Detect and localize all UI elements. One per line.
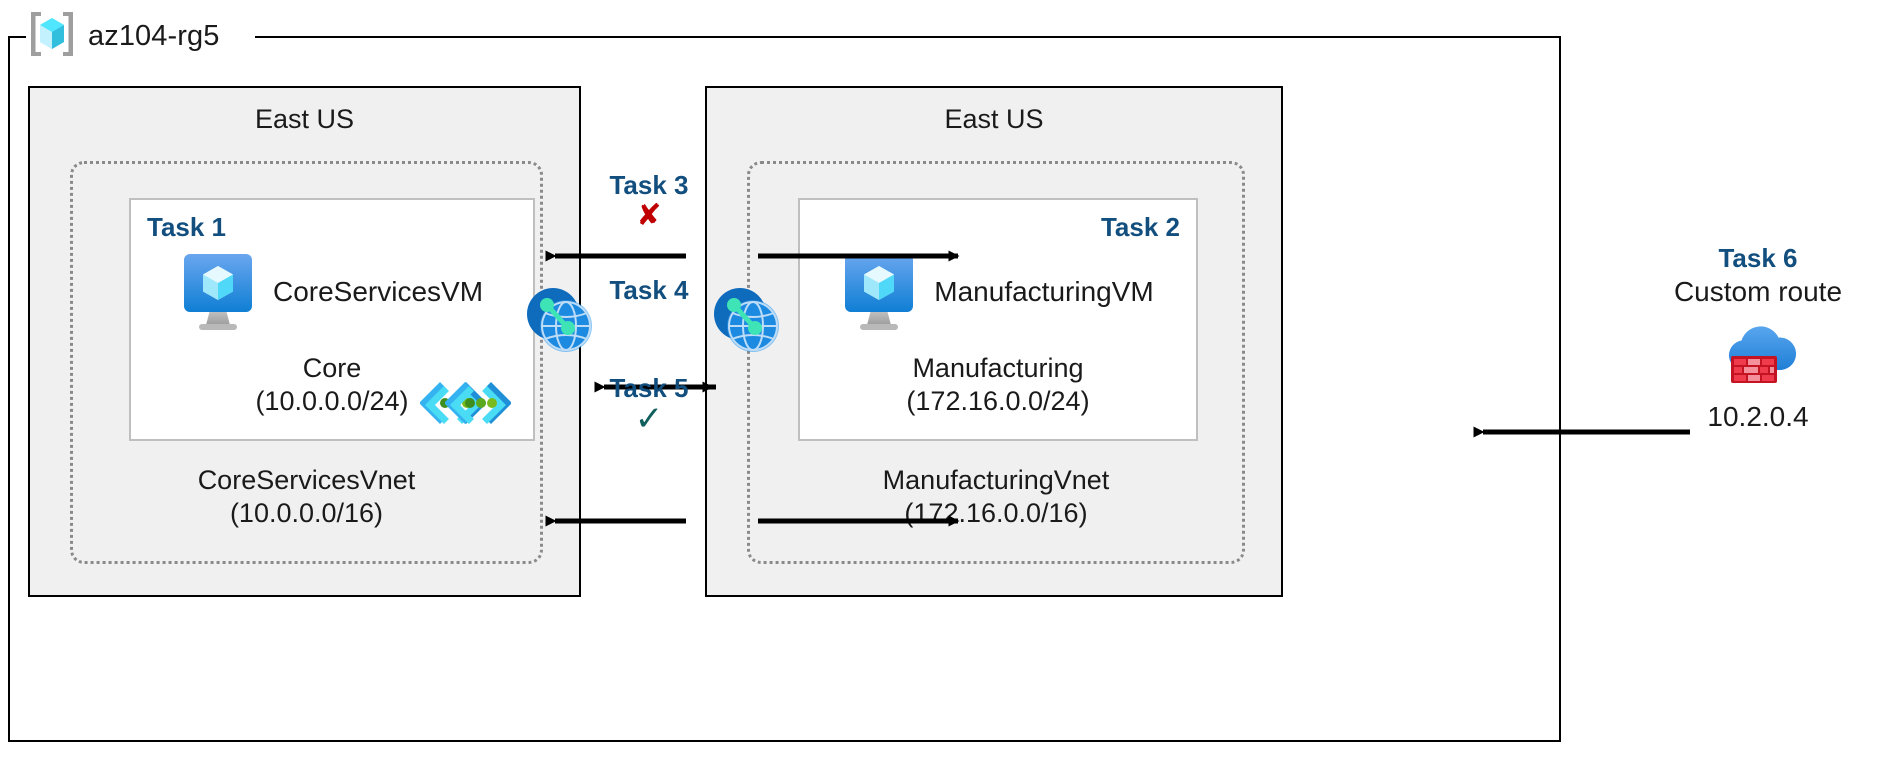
task-6-ip-address: 10.2.0.4 — [1707, 401, 1809, 432]
vm-row-core: CoreServicesVM — [131, 252, 533, 332]
task-3-group: Task 3 ✘ — [549, 170, 749, 231]
resource-group-border-left-stub — [8, 36, 26, 38]
subnet-core-name: Core — [302, 353, 362, 383]
firewall-cloud-icon — [1715, 326, 1801, 394]
task-5-group: Task 5 ✓ — [549, 373, 749, 438]
vnet-manufacturing: Task 2 — [747, 161, 1245, 564]
vnet-core-caption: CoreServicesVnet (10.0.0.0/16) — [73, 464, 540, 530]
vm-name-core: CoreServicesVM — [272, 276, 484, 307]
virtual-machine-icon — [842, 252, 916, 332]
resource-group-name: az104-rg5 — [88, 19, 220, 52]
vnet-manufacturing-cidr: (172.16.0.0/16) — [904, 498, 1088, 528]
task-6-description: Custom route — [1673, 276, 1843, 307]
subnet-manufacturing-cidr: (172.16.0.0/24) — [906, 386, 1090, 416]
azure-resource-group-icon — [26, 8, 78, 65]
vnet-core-name: CoreServicesVnet — [197, 465, 416, 495]
task-4-group: Task 4 — [549, 275, 749, 306]
task-4-title: Task 4 — [609, 275, 689, 305]
region-box-left: East US Task 1 — [28, 86, 581, 597]
subnet-core-cidr: (10.0.0.0/24) — [255, 386, 409, 416]
resource-group-header: az104-rg5 — [26, 6, 220, 66]
task-1-label: Task 1 — [147, 212, 227, 242]
vnet-peering-globe-icon — [521, 284, 599, 356]
vnet-core-services: Task 1 — [70, 161, 543, 564]
vnet-manufacturing-name: ManufacturingVnet — [882, 465, 1110, 495]
subnet-core-caption: Core (10.0.0.0/24) — [131, 352, 533, 418]
task-6-title: Task 6 — [1718, 243, 1798, 273]
subnet-manufacturing-caption: Manufacturing (172.16.0.0/24) — [800, 352, 1196, 418]
vm-name-manufacturing: ManufacturingVM — [934, 276, 1154, 307]
resource-group-frame — [8, 36, 1561, 742]
task-3-title: Task 3 — [609, 170, 689, 200]
task-2-label: Task 2 — [1100, 212, 1180, 242]
subnet-manufacturing-name: Manufacturing — [912, 353, 1084, 383]
task-5-allowed-mark: ✓ — [634, 400, 664, 438]
vnet-core-cidr: (10.0.0.0/16) — [229, 498, 384, 528]
vnet-peering-globe-icon — [708, 284, 786, 356]
region-label-right: East US — [944, 104, 1044, 134]
resource-group-border-right-stub — [255, 36, 1561, 38]
subnet-brackets-icon — [444, 381, 512, 425]
virtual-machine-icon — [181, 252, 255, 332]
task-6-group: Task 6 Custom route — [1608, 243, 1902, 433]
region-label-left: East US — [254, 104, 355, 134]
subnet-manufacturing: Task 2 — [798, 198, 1198, 441]
task-5-title: Task 5 — [609, 373, 689, 403]
region-box-right: East US Task 2 — [705, 86, 1283, 597]
vm-row-manufacturing: ManufacturingVM — [800, 252, 1196, 332]
task-3-blocked-mark: ✘ — [636, 199, 662, 232]
vnet-manufacturing-caption: ManufacturingVnet (172.16.0.0/16) — [750, 464, 1242, 530]
